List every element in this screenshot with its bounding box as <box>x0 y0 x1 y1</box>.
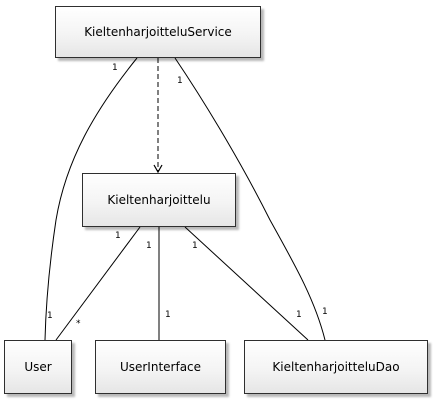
mult-dao-core: 1 <box>296 310 302 320</box>
class-kieltenharjoittelu: Kieltenharjoittelu <box>82 173 236 227</box>
mult-service-user: 1 <box>112 63 118 73</box>
core-dao-association <box>184 226 309 341</box>
class-user-label: User <box>24 360 52 374</box>
mult-user-service: 1 <box>47 311 53 321</box>
class-kieltenharjoitteludao-label: KieltenharjoitteluDao <box>272 360 400 374</box>
mult-user-core: * <box>76 319 81 329</box>
core-user-association <box>55 226 141 341</box>
class-kieltenharjoitteluservice: KieltenharjoitteluService <box>55 6 261 58</box>
mult-core-user: 1 <box>115 231 121 241</box>
mult-dao-service: 1 <box>322 307 328 317</box>
mult-service-dao: 1 <box>177 76 183 86</box>
class-userinterface: UserInterface <box>95 340 226 394</box>
class-userinterface-label: UserInterface <box>119 360 202 374</box>
class-kieltenharjoitteluservice-label: KieltenharjoitteluService <box>84 25 232 39</box>
mult-ui-core: 1 <box>165 310 171 320</box>
class-user: User <box>4 340 72 394</box>
service-dao-association <box>174 57 326 341</box>
mult-core-ui: 1 <box>146 241 152 251</box>
service-user-association <box>44 57 138 341</box>
class-kieltenharjoittelu-label: Kieltenharjoittelu <box>107 193 211 207</box>
mult-core-dao: 1 <box>192 241 198 251</box>
class-kieltenharjoitteludao: KieltenharjoitteluDao <box>244 340 428 394</box>
